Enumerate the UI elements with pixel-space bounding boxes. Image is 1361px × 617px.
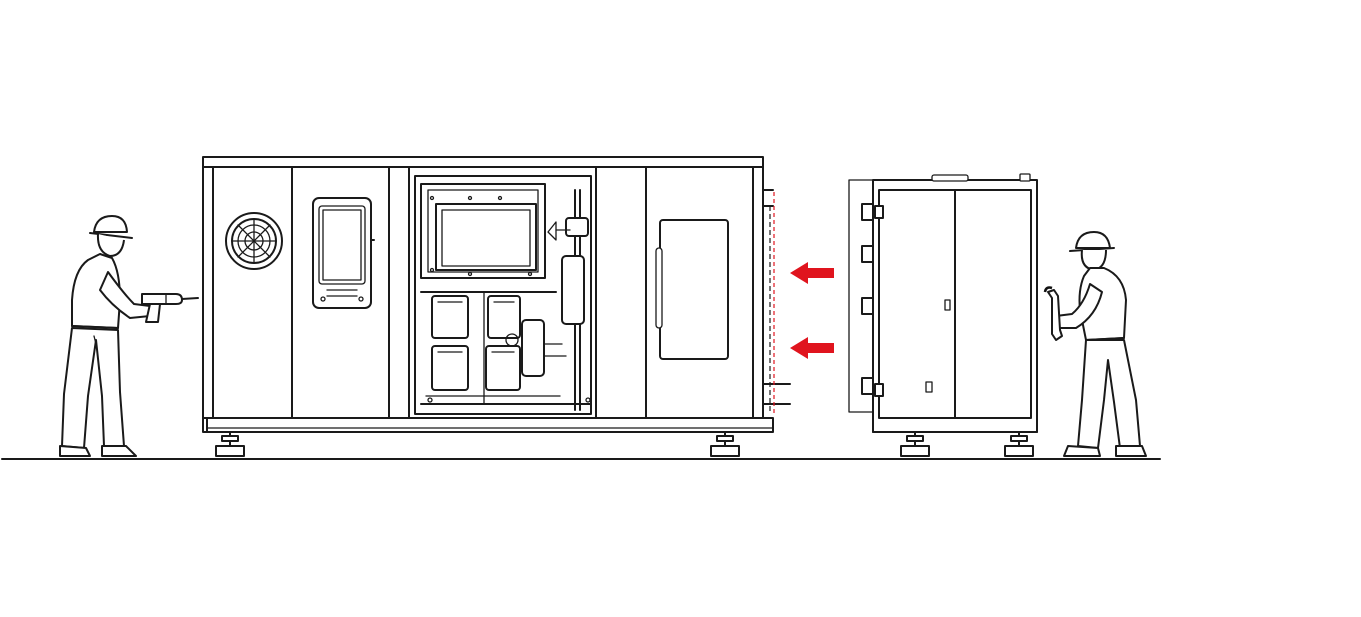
worker-with-drill — [59, 215, 199, 457]
arrow-left-icon — [790, 262, 834, 359]
leveling-feet — [215, 431, 740, 457]
hard-hat-icon — [89, 215, 133, 239]
side-module — [848, 173, 1038, 457]
wrench-icon — [1043, 286, 1063, 341]
connection-flanges — [762, 189, 791, 414]
display-icon — [420, 183, 546, 279]
worker-with-wrench — [1043, 231, 1147, 457]
drill-icon — [141, 293, 199, 323]
hard-hat-icon — [1069, 231, 1115, 252]
access-door — [655, 219, 729, 360]
fan-icon — [225, 212, 283, 270]
machinery — [420, 189, 591, 411]
main-unit — [202, 156, 791, 457]
control-panel — [312, 197, 375, 309]
